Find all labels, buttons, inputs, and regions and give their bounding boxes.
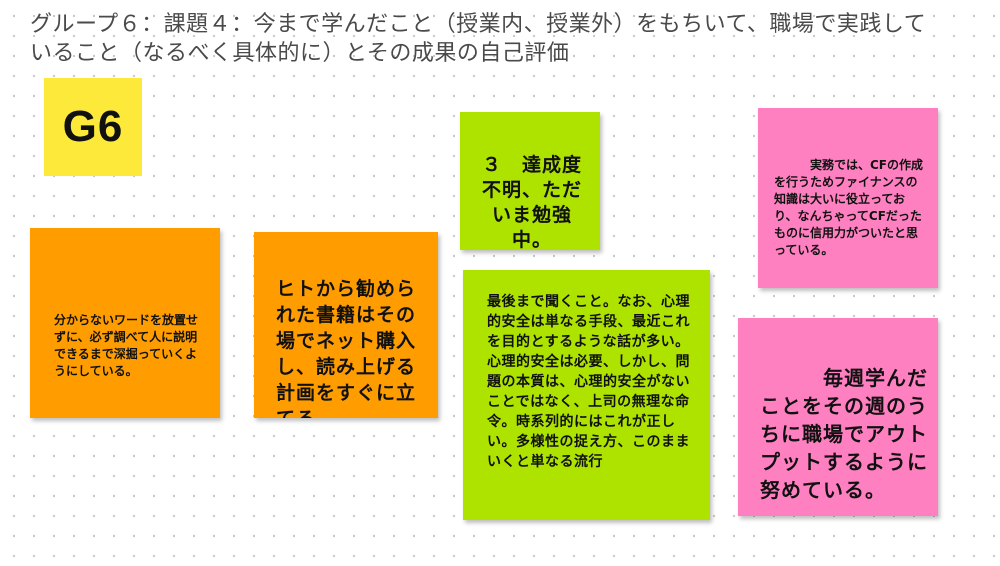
sticky-note-text: 最後まで聞くこと。なお、心理的安全は単なる手段、最近これを目的とするような話が多… (487, 294, 690, 470)
sticky-note-orange-books[interactable]: ヒトから勧められた書籍はその場でネット購入し、読み上げる計画をすぐに立てる。 (254, 232, 438, 418)
sticky-note-text: 毎週学んだことをその週のうちに職場でアウトプットするように努めている。 (760, 366, 928, 502)
sticky-note-pink-finance[interactable]: 実務では、CFの作成を行うためファイナンスの知識は大いに役立っており、なんちゃっ… (758, 108, 938, 288)
sticky-note-orange-research[interactable]: 分からないワードを放置せずに、必ず調べて人に説明できるまで深掘っていくようにして… (30, 228, 220, 418)
sticky-note-text: ヒトから勧められた書籍はその場でネット購入し、読み上げる計画をすぐに立てる。 (276, 278, 417, 418)
group-label-sticky-note[interactable]: G6 (44, 78, 142, 176)
board-title: グループ６：課題４：今まで学んだこと（授業内、授業外）をもちいて、職場で実践して… (30, 12, 927, 66)
sticky-note-lime-psychological-safety[interactable]: 最後まで聞くこと。なお、心理的安全は単なる手段、最近これを目的とするような話が多… (463, 270, 710, 520)
sticky-note-text: 分からないワードを放置せずに、必ず調べて人に説明できるまで深掘っていくようにして… (54, 313, 199, 378)
sticky-note-text: 実務では、CFの作成を行うためファイナンスの知識は大いに役立っており、なんちゃっ… (774, 158, 924, 257)
sticky-note-pink-weekly-output[interactable]: 毎週学んだことをその週のうちに職場でアウトプットするように努めている。 (738, 318, 938, 516)
sticky-note-text: ３ 達成度不明、ただいま勉強中。 (481, 154, 582, 250)
sticky-note-lime-progress[interactable]: ３ 達成度不明、ただいま勉強中。 (460, 112, 600, 250)
